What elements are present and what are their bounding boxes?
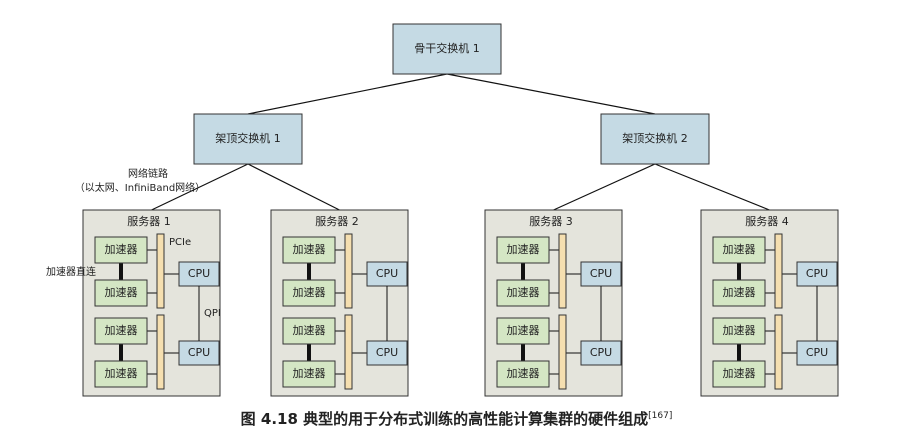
accelerator <box>712 279 766 307</box>
accelerator-label: 加速器 <box>293 243 326 256</box>
cpu <box>580 261 622 287</box>
pcie-bus <box>558 233 567 309</box>
accelerator <box>94 317 148 345</box>
core-switch <box>392 23 502 75</box>
accelerator <box>94 279 148 307</box>
pcie-bus <box>156 314 165 390</box>
cpu <box>366 261 408 287</box>
pcie-bus <box>558 314 567 390</box>
accel-direct-link-label: 加速器直连 <box>46 265 96 278</box>
network-link-label-line2: （以太网、InfiniBand网络） <box>75 181 205 194</box>
pcie-label: PCIe <box>169 237 191 248</box>
tor-switch-2 <box>600 113 710 165</box>
tor-switch-1 <box>193 113 303 165</box>
caption-ref: [167] <box>648 411 673 421</box>
accel-direct-link <box>521 344 525 361</box>
accel-direct-link <box>737 344 741 361</box>
server-label-4: 服务器 4 <box>745 215 789 228</box>
server-label-3: 服务器 3 <box>529 215 573 228</box>
cpu <box>178 340 220 366</box>
accel-direct-link <box>307 263 311 280</box>
cpu-label: CPU <box>188 346 210 359</box>
tor-switch-label-1: 架顶交换机 1 <box>215 131 281 145</box>
cpu-label: CPU <box>806 267 828 280</box>
cpu <box>796 261 838 287</box>
core-switch-label: 骨干交换机 1 <box>414 41 480 55</box>
accel-direct-link <box>521 263 525 280</box>
core-tor-link-1 <box>247 73 448 115</box>
cpu-label: CPU <box>806 346 828 359</box>
pcie-bus <box>774 314 783 390</box>
network-links <box>151 73 770 211</box>
tor-server-link-4 <box>654 163 770 211</box>
accelerator-label: 加速器 <box>105 367 138 380</box>
qpi-label: QPI <box>204 308 221 319</box>
accelerator <box>496 360 550 388</box>
cpu-label: CPU <box>590 346 612 359</box>
tor-server-link-3 <box>553 163 656 211</box>
pcie-bus <box>156 233 165 309</box>
accelerator <box>712 360 766 388</box>
accelerator <box>282 279 336 307</box>
accelerator <box>282 317 336 345</box>
network-link-label-line1: 网络链路 <box>128 167 168 180</box>
cpu-label: CPU <box>376 267 398 280</box>
accelerator-label: 加速器 <box>507 367 540 380</box>
accelerator-label: 加速器 <box>723 367 756 380</box>
accelerator <box>496 236 550 264</box>
accel-direct-link <box>737 263 741 280</box>
cpu-label: CPU <box>188 267 210 280</box>
cpu <box>178 261 220 287</box>
accelerator-label: 加速器 <box>507 324 540 337</box>
diagram-nodes: 骨干交换机 1 架顶交换机 1 架顶交换机 2 网络链路（以太网、InfiniBand… <box>46 23 839 397</box>
accel-direct-link <box>307 344 311 361</box>
accelerator-label: 加速器 <box>105 324 138 337</box>
accelerator-label: 加速器 <box>507 243 540 256</box>
accel-direct-link <box>119 263 123 280</box>
accelerator <box>282 360 336 388</box>
pcie-bus <box>344 314 353 390</box>
accelerator-label: 加速器 <box>723 286 756 299</box>
accelerator-label: 加速器 <box>723 324 756 337</box>
accelerator-label: 加速器 <box>723 243 756 256</box>
cpu-label: CPU <box>376 346 398 359</box>
pcie-bus <box>344 233 353 309</box>
accelerator <box>496 279 550 307</box>
accelerator <box>94 360 148 388</box>
tor-server-link-2 <box>247 163 340 211</box>
accelerator-label: 加速器 <box>105 243 138 256</box>
caption-text: 图 4.18 典型的用于分布式训练的高性能计算集群的硬件组成 <box>240 410 649 428</box>
cpu-label: CPU <box>590 267 612 280</box>
core-tor-link-2 <box>446 73 656 115</box>
accelerator-label: 加速器 <box>507 286 540 299</box>
pcie-bus <box>774 233 783 309</box>
cpu <box>796 340 838 366</box>
accelerator <box>496 317 550 345</box>
accelerator <box>282 236 336 264</box>
tor-server-link-1 <box>151 163 249 211</box>
server-label-1: 服务器 1 <box>127 215 171 228</box>
accel-direct-link <box>119 344 123 361</box>
figure-caption: 图 4.18 典型的用于分布式训练的高性能计算集群的硬件组成[167] <box>0 408 913 429</box>
accelerator <box>712 236 766 264</box>
accelerator-label: 加速器 <box>105 286 138 299</box>
accelerator-label: 加速器 <box>293 324 326 337</box>
accelerator-label: 加速器 <box>293 367 326 380</box>
accelerator <box>712 317 766 345</box>
tor-switch-label-2: 架顶交换机 2 <box>622 131 688 145</box>
accelerator <box>94 236 148 264</box>
accelerator-label: 加速器 <box>293 286 326 299</box>
server-label-2: 服务器 2 <box>315 215 359 228</box>
